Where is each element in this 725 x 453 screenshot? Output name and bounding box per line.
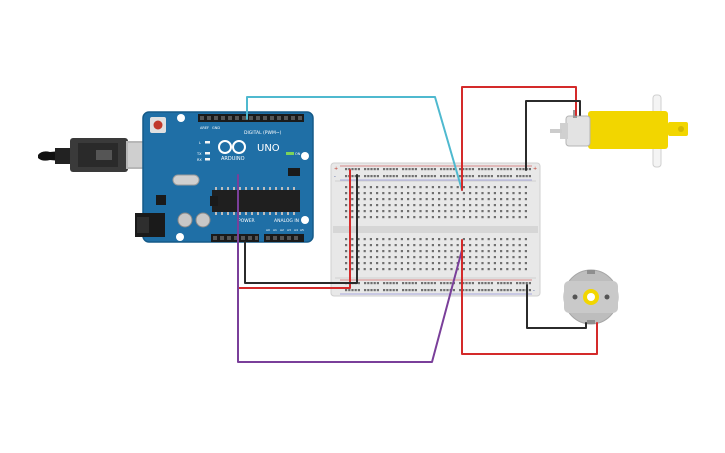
breadboard[interactable]: + - + - <box>330 162 541 297</box>
aref-label: AREF <box>200 126 209 130</box>
brand-label: ARDUINO <box>221 156 245 162</box>
on-led <box>286 152 294 155</box>
analog-pin-label: A0 <box>266 228 270 232</box>
rx-label: RX <box>197 158 202 162</box>
capacitor <box>177 212 193 228</box>
usb-cable <box>38 138 146 172</box>
wire-black-dc-motor[interactable] <box>526 284 587 329</box>
wire-cyan[interactable] <box>246 96 463 191</box>
dc-motor[interactable] <box>563 269 619 325</box>
arduino-uno-board[interactable]: DIGITAL (PWM~) AREF GND ARDUINO UNO L TX… <box>135 111 314 243</box>
atmega-chip <box>212 190 300 212</box>
model-label: UNO <box>257 143 280 154</box>
analog-pin-label: A2 <box>280 228 284 232</box>
gear-motor[interactable] <box>550 94 688 168</box>
arduino-logo-icon <box>218 140 246 154</box>
l-label: L <box>199 141 201 145</box>
wire-black-gear-motor[interactable] <box>525 100 581 171</box>
breadboard-holes <box>345 168 531 292</box>
rail-minus-label: - <box>533 288 535 294</box>
analog-label: ANALOG IN <box>274 218 299 224</box>
analog-pin-label: A1 <box>273 228 277 232</box>
on-label: ON <box>295 152 301 156</box>
rail-plus-label: + <box>533 166 537 172</box>
wire-black-gnd[interactable] <box>244 174 358 284</box>
capacitor <box>195 212 211 228</box>
analog-pin-label: A5 <box>300 228 304 232</box>
wire-red-dc-motor[interactable] <box>461 239 598 355</box>
analog-pin-label: A3 <box>287 228 291 232</box>
rail-minus-label: - <box>334 174 336 180</box>
crystal-oscillator <box>172 174 200 186</box>
rail-plus-label: + <box>334 166 338 172</box>
power-label: POWER <box>238 218 255 224</box>
digital-label: DIGITAL (PWM~) <box>244 130 282 136</box>
gnd-label: GND <box>212 126 220 130</box>
wire-purple[interactable] <box>237 174 463 363</box>
tx-label: TX <box>196 152 202 156</box>
analog-pin-label: A4 <box>294 228 298 232</box>
